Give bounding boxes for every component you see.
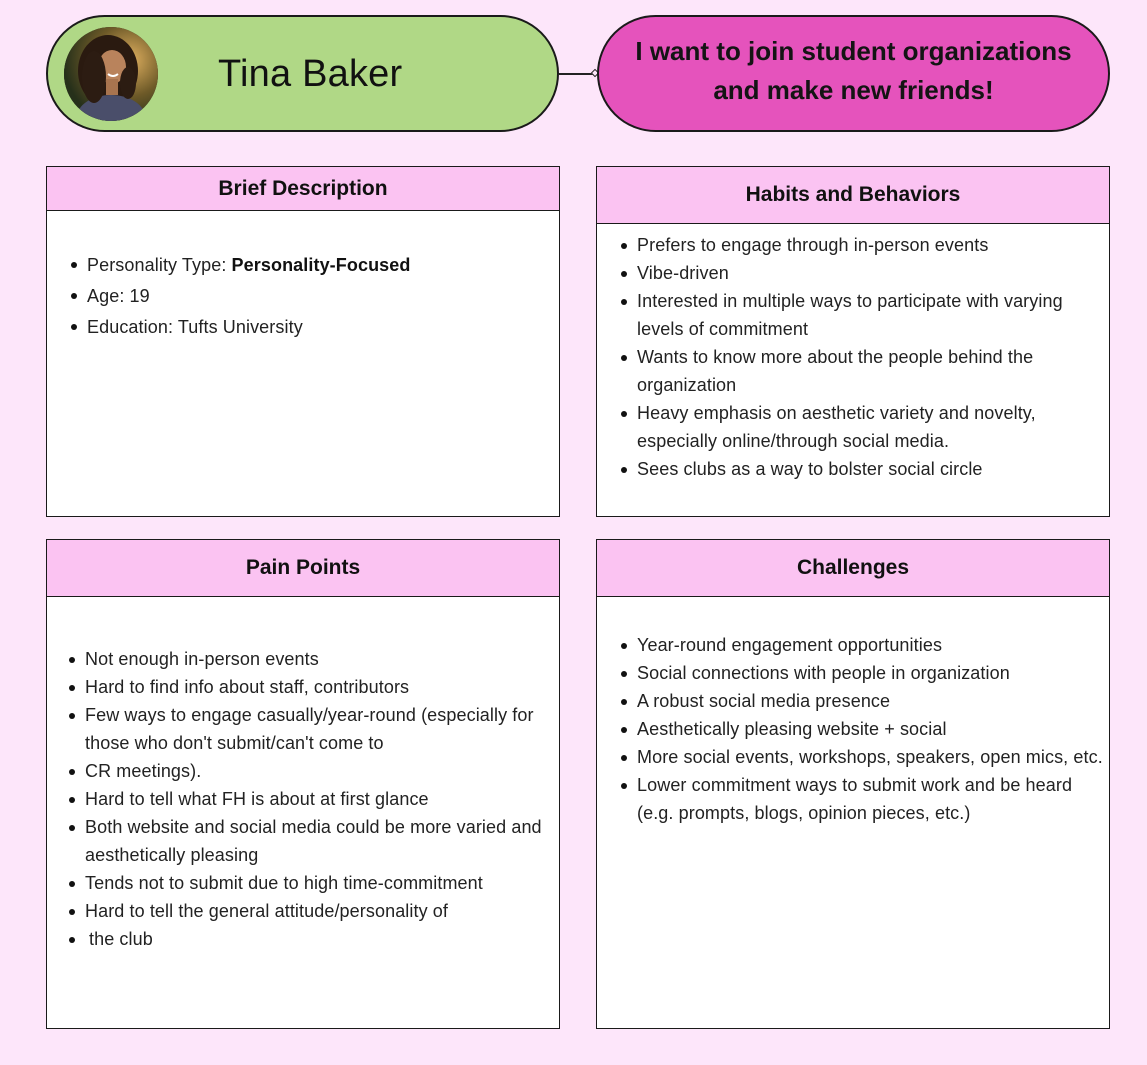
list-item: Hard to find info about staff, contribut… <box>65 673 559 701</box>
pain-points-card: Pain Points Not enough in-person events … <box>46 539 560 1029</box>
list-item: Wants to know more about the people behi… <box>617 343 1109 399</box>
list-item: Few ways to engage casually/year-round (… <box>65 701 559 757</box>
list-item: Age: 19 <box>67 281 559 312</box>
challenges-list: Year-round engagement opportunities Soci… <box>597 631 1109 827</box>
habits-behaviors-title: Habits and Behaviors <box>597 167 1109 224</box>
list-item: Hard to tell what FH is about at first g… <box>65 785 559 813</box>
persona-name-card: Tina Baker <box>46 15 559 132</box>
list-item: Interested in multiple ways to participa… <box>617 287 1109 343</box>
connector-line <box>559 73 597 75</box>
list-item: Both website and social media could be m… <box>65 813 559 869</box>
list-item: Tends not to submit due to high time-com… <box>65 869 559 897</box>
list-item: the club <box>65 925 559 953</box>
pain-points-title: Pain Points <box>47 540 559 597</box>
list-item: Aesthetically pleasing website + social <box>617 715 1109 743</box>
list-item: Education: Tufts University <box>67 312 559 343</box>
list-item: Social connections with people in organi… <box>617 659 1109 687</box>
pain-points-body: Not enough in-person events Hard to find… <box>47 597 559 953</box>
list-item: Not enough in-person events <box>65 645 559 673</box>
persona-goal-text: I want to join student organizations and… <box>635 35 1072 105</box>
list-item: Sees clubs as a way to bolster social ci… <box>617 455 1109 483</box>
list-item: Prefers to engage through in-person even… <box>617 231 1109 259</box>
list-item: Personality Type: Personality-Focused <box>67 250 559 281</box>
list-item: A robust social media presence <box>617 687 1109 715</box>
list-item: CR meetings). <box>65 757 559 785</box>
habits-behaviors-list: Prefers to engage through in-person even… <box>597 231 1109 483</box>
person-portrait-icon <box>64 27 158 121</box>
pain-points-list: Not enough in-person events Hard to find… <box>47 645 559 953</box>
brief-description-list: Personality Type: Personality-Focused Ag… <box>47 250 559 343</box>
brief-description-card: Brief Description Personality Type: Pers… <box>46 166 560 517</box>
habits-behaviors-body: Prefers to engage through in-person even… <box>597 224 1109 483</box>
list-item: Hard to tell the general attitude/person… <box>65 897 559 925</box>
list-item: Heavy emphasis on aesthetic variety and … <box>617 399 1109 455</box>
habits-behaviors-card: Habits and Behaviors Prefers to engage t… <box>596 166 1110 517</box>
brief-description-body: Personality Type: Personality-Focused Ag… <box>47 211 559 343</box>
list-item: More social events, workshops, speakers,… <box>617 743 1109 771</box>
challenges-body: Year-round engagement opportunities Soci… <box>597 597 1109 827</box>
list-item: Lower commitment ways to submit work and… <box>617 771 1109 827</box>
persona-name: Tina Baker <box>218 53 403 95</box>
list-item: Year-round engagement opportunities <box>617 631 1109 659</box>
challenges-card: Challenges Year-round engagement opportu… <box>596 539 1110 1029</box>
list-item: Vibe-driven <box>617 259 1109 287</box>
challenges-title: Challenges <box>597 540 1109 597</box>
brief-description-title: Brief Description <box>47 167 559 211</box>
persona-goal-card: I want to join student organizations and… <box>597 15 1110 132</box>
